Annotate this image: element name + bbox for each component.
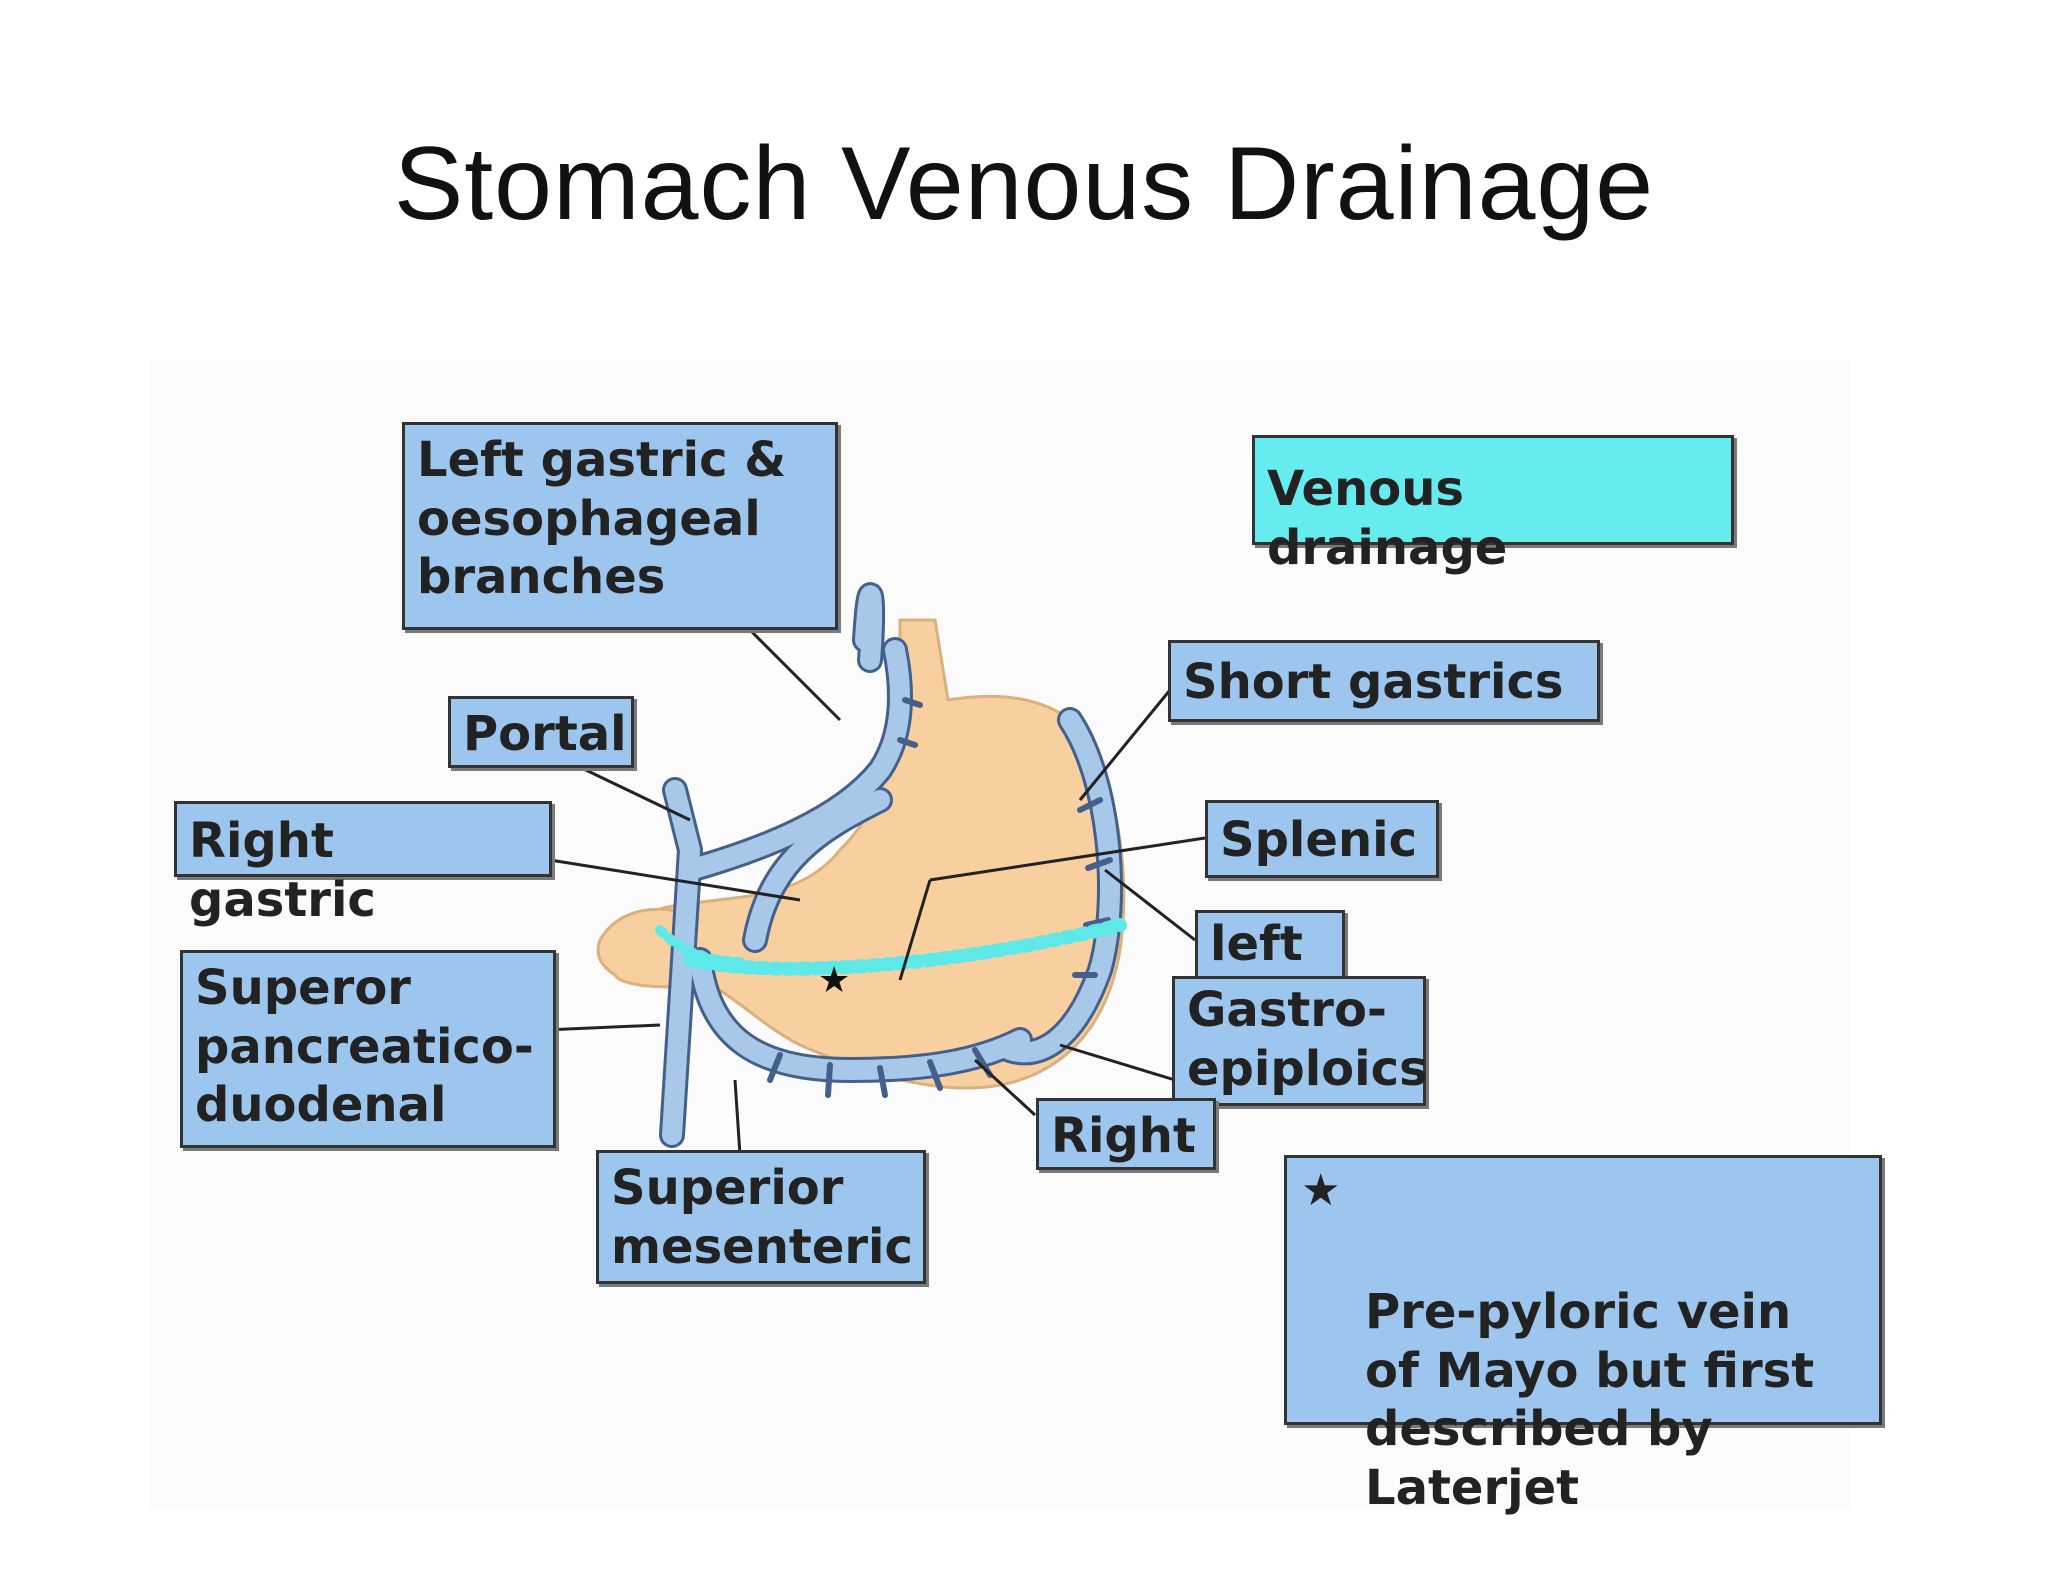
splenic-vein-dashed bbox=[683, 918, 1127, 976]
leader-portal bbox=[564, 758, 691, 822]
leader-splenic bbox=[929, 836, 1206, 882]
pre-pyloric-star-marker: ★ bbox=[818, 960, 850, 1001]
duodenal-dashed-vein bbox=[655, 925, 745, 967]
legend-box: ★ Pre-pyloric vein of Mayo but first des… bbox=[1284, 1155, 1882, 1516]
portal-vein bbox=[662, 780, 700, 1145]
splenic-label: Splenic bbox=[1205, 800, 1439, 878]
left-gastric-vein bbox=[680, 640, 910, 880]
leader-left bbox=[1104, 868, 1196, 942]
page-title: Stomach Venous Drainage bbox=[393, 126, 1655, 242]
right-gastric-label: Right gastric bbox=[174, 801, 552, 928]
right-gastric-vein bbox=[745, 790, 890, 950]
leader-left-gastric bbox=[748, 628, 842, 722]
left-gastric-label: Left gastric & oesophageal branches bbox=[402, 422, 838, 630]
gastro-epiploics-label: Gastro- epiploics bbox=[1172, 976, 1428, 1106]
left-label: left bbox=[1195, 910, 1345, 980]
leader-splenic-down bbox=[898, 879, 932, 981]
sup-pancreatico-label: Superor pancreatico- duodenal bbox=[180, 950, 556, 1148]
sup-mesenteric-label: Superior mesenteric bbox=[596, 1150, 926, 1284]
right-label: Right bbox=[1036, 1098, 1216, 1170]
leader-right bbox=[973, 1058, 1037, 1117]
stomach-vein-diagram: ★ bbox=[544, 582, 1206, 1156]
venous-drainage-header-box: Venous drainage bbox=[1252, 435, 1734, 576]
leader-sup-mesenteric bbox=[733, 1079, 742, 1156]
legend-star-icon: ★ bbox=[1301, 1165, 1341, 1216]
leader-short-gastrics bbox=[1078, 689, 1172, 801]
leader-gastro-epiploics bbox=[1059, 1043, 1176, 1082]
leader-lines bbox=[544, 628, 1206, 1156]
legend-text: Pre-pyloric vein of Mayo but first descr… bbox=[1365, 1284, 1815, 1516]
oesophageal-branch bbox=[855, 585, 883, 670]
portal-label: Portal bbox=[448, 696, 634, 768]
short-gastrics-label: Short gastrics bbox=[1168, 640, 1600, 722]
leader-right-gastric bbox=[549, 858, 801, 902]
leader-sup-pancreatico bbox=[544, 1023, 661, 1032]
